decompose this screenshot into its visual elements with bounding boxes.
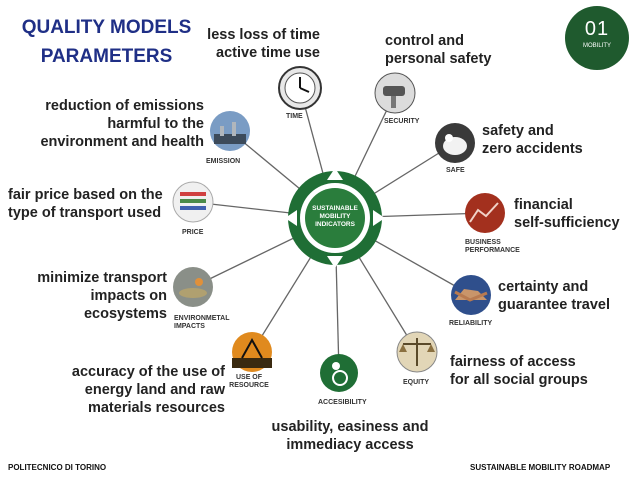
resource-tag: USE OF RESOURCE [229, 374, 269, 389]
resource-icon [232, 332, 272, 372]
emission-tag: EMISSION [206, 158, 241, 165]
emission-description: reduction of emissions harmful to the en… [40, 98, 204, 150]
hub-arrow-right [373, 210, 385, 226]
accessibility-icon [320, 354, 358, 392]
footer-left: POLITECNICO DI TORINO [8, 463, 107, 472]
business-description: financial self-sufficiency [514, 197, 620, 231]
reliability-icon [451, 275, 491, 315]
safe-description: safety and zero accidents [482, 123, 583, 157]
price-tag: PRICE [182, 229, 204, 236]
safe-tag: SAFE [446, 167, 465, 174]
accessibility-description: usability, easiness and immediacy access [271, 419, 429, 453]
business-tag: BUSINESS PERFORMANCE [465, 239, 520, 254]
resource-description: accuracy of the use of energy land and r… [71, 364, 225, 416]
equity-icon [396, 331, 438, 373]
page-title: QUALITY MODELS PARAMETERS [21, 17, 192, 67]
environmental-icon [173, 267, 213, 307]
hub-label: SUSTAINABLE MOBILITY INDICATORS [312, 205, 358, 228]
time-tag: TIME [286, 113, 303, 120]
time-icon [278, 66, 322, 110]
hub-arrow-up [327, 168, 343, 180]
hub-arrow-down [327, 256, 343, 268]
hub-arrow-left [285, 210, 297, 226]
security-description: control and personal safety [385, 33, 492, 67]
footer-right: SUSTAINABLE MOBILITY ROADMAP [470, 463, 611, 472]
equity-description: fairness of access for all social groups [450, 354, 588, 388]
environmental-tag: ENVIRONMETAL IMPACTS [174, 315, 230, 330]
center-hub [285, 168, 385, 268]
emission-icon [210, 111, 250, 151]
equity-tag: EQUITY [403, 379, 430, 386]
safe-icon [435, 123, 475, 163]
security-icon [374, 72, 416, 114]
reliability-tag: RELIABILITY [449, 320, 493, 327]
price-icon [172, 181, 214, 223]
reliability-description: certainty and guarantee travel [498, 279, 611, 313]
time-description: less loss of time active time use [207, 27, 320, 61]
security-tag: SECURITY [384, 118, 420, 125]
business-icon [465, 193, 505, 233]
mobility-badge: 01 MOBILITY [565, 6, 629, 70]
accessibility-tag: ACCESIBILITY [318, 399, 367, 406]
price-description: fair price based on the type of transpor… [8, 187, 163, 221]
environmental-description: minimize transport impacts on ecosystems [37, 270, 167, 322]
